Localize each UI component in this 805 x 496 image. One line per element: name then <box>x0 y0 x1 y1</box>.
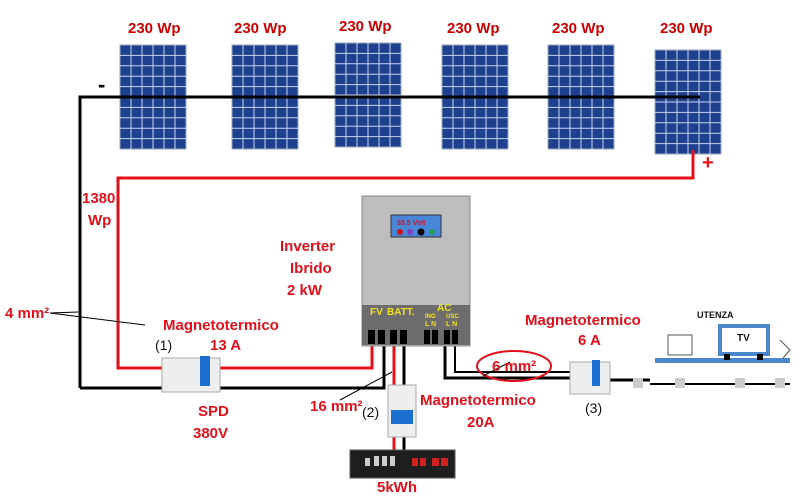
breaker-2[interactable] <box>387 384 417 438</box>
inverter-ac: AC <box>437 303 452 314</box>
spd-voltage: 380V <box>193 425 229 442</box>
inverter-usc: USC <box>446 314 459 320</box>
solar-panel-3 <box>334 42 402 148</box>
breaker3-title: Magnetotermico <box>525 312 641 329</box>
panel-label-5: 230 Wp <box>552 20 605 37</box>
inverter-label-2: Ibrido <box>290 260 332 277</box>
battery-label: 5kWh <box>377 479 418 496</box>
cable-4-label: 4 mm² <box>5 305 50 322</box>
string-power-2: Wp <box>88 212 112 229</box>
inverter-ing: ING <box>425 314 436 320</box>
panel-label-6: 230 Wp <box>660 20 713 37</box>
inverter-usc-ln: L N <box>446 321 458 328</box>
ac-out-l <box>443 345 575 380</box>
breaker1-title: Magnetotermico <box>163 317 279 334</box>
breaker3-index: (3) <box>585 400 603 416</box>
inverter-batt: BATT. <box>387 307 415 318</box>
spd-label: SPD <box>198 403 229 420</box>
load-network <box>633 324 791 388</box>
breaker2-index: (2) <box>362 404 380 420</box>
negative-symbol: - <box>98 72 106 97</box>
negative-wire <box>78 95 700 388</box>
breaker2-title: Magnetotermico <box>420 392 536 409</box>
solar-panel-6 <box>654 49 722 155</box>
breaker1-index: (1) <box>155 337 173 353</box>
inverter-label-3: 2 kW <box>287 282 323 299</box>
panel-array <box>119 42 722 155</box>
positive-symbol: + <box>702 152 714 174</box>
cable-6-label: 6 mm² <box>492 358 537 375</box>
inverter-label-1: Inverter <box>280 238 336 255</box>
breaker1-rating: 13 A <box>210 337 242 354</box>
annotation-arrows <box>49 311 511 401</box>
breaker-3[interactable] <box>569 360 611 395</box>
cable-6-highlight <box>476 350 552 382</box>
panel-label-1: 230 Wp <box>128 20 181 37</box>
panel-label-3: 230 Wp <box>339 18 392 35</box>
string-power-1: 1380 <box>82 190 116 207</box>
tv-label: TV <box>737 333 750 344</box>
breaker2-rating: 20A <box>467 414 495 431</box>
pv-negative-to-inverter <box>215 345 386 390</box>
inverter-fv: FV <box>370 307 383 318</box>
panel-label-4: 230 Wp <box>447 20 500 37</box>
breaker-1[interactable] <box>161 356 221 393</box>
breaker3-rating: 6 A <box>578 332 601 349</box>
panel-label-2: 230 Wp <box>234 20 287 37</box>
positive-wire <box>116 150 695 370</box>
load-title: UTENZA <box>697 310 734 320</box>
inverter-ing-ln: L N <box>425 321 437 328</box>
pv-positive-to-inverter <box>215 345 374 370</box>
ac-out-n <box>454 345 575 373</box>
cable-16-label: 16 mm² <box>310 398 363 415</box>
inverter-display <box>390 214 442 238</box>
inverter-display-text: 35.5 Volt <box>397 220 426 227</box>
